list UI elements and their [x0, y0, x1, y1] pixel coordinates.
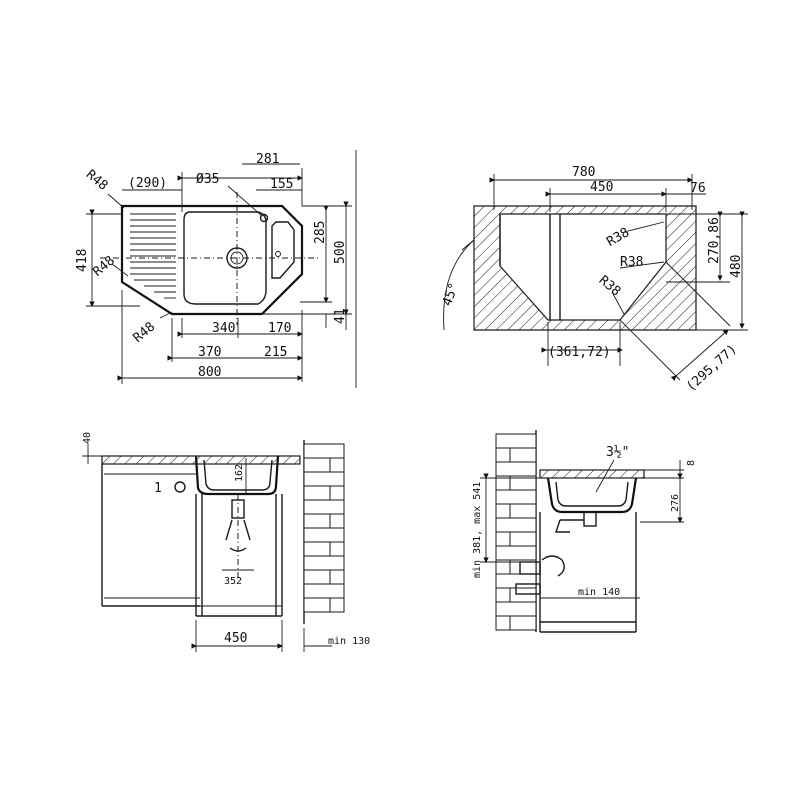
- dim-35: Ø35: [196, 172, 219, 187]
- cutout-template-view: 780 450 76 R38 R38 R38 270,86 480 45° (3…: [440, 165, 748, 395]
- dim-r38-c: R38: [596, 273, 624, 300]
- sink-section-profile-right: [546, 477, 638, 514]
- dim-r38-b: R38: [620, 255, 643, 270]
- dim-352: 352: [224, 576, 242, 587]
- dim-3-5-inch: 3½": [606, 445, 629, 460]
- brick-wall-right: [495, 430, 537, 632]
- dim-450-top: 450: [590, 180, 613, 195]
- secondary-bowl: [271, 221, 295, 279]
- dim-418: 418: [75, 249, 90, 272]
- main-bowl: [183, 211, 267, 305]
- sink-outline: [120, 204, 304, 316]
- dim-800: 800: [198, 365, 221, 380]
- sink-plan-view: 281 (290) Ø35 155 R48 R48 R48 418 285 50…: [75, 150, 357, 388]
- dim-8: 8: [686, 460, 697, 466]
- dim-29577: (295,77): [684, 342, 741, 395]
- dim-45: 45°: [440, 281, 462, 308]
- brick-wall-left: [303, 440, 345, 624]
- drainboard-ribs: [130, 213, 176, 299]
- dim-76: 76: [690, 181, 706, 196]
- dim-215: 215: [264, 345, 287, 360]
- dim-290: (290): [128, 176, 167, 191]
- tap-hole: [259, 213, 269, 223]
- dim-480: 480: [729, 255, 744, 278]
- side-section-right: 3½" 8 276 min 381, max 541 min 140: [472, 430, 697, 633]
- dim-r48-mid: R48: [90, 253, 118, 280]
- dim-155: 155: [270, 177, 293, 192]
- dim-36172: (361,72): [548, 345, 611, 360]
- side-section-left: 1: [82, 432, 370, 652]
- dim-370: 370: [198, 345, 221, 360]
- dim-450-bottom: 450: [224, 631, 247, 646]
- dim-281: 281: [256, 152, 279, 167]
- dim-41: 41: [333, 308, 348, 324]
- dim-min381-max541: min 381, max 541: [472, 482, 483, 578]
- dim-r48-top: R48: [83, 167, 111, 194]
- dim-170: 170: [268, 321, 291, 336]
- dim-340: 340: [212, 321, 235, 336]
- svg-text:1: 1: [154, 481, 162, 496]
- countertop-hatch: [473, 205, 697, 331]
- dim-780: 780: [572, 165, 595, 180]
- dim-40: 40: [82, 432, 93, 444]
- dim-162: 162: [234, 464, 245, 482]
- dim-500: 500: [333, 241, 348, 264]
- dim-r38-a: R38: [604, 225, 632, 250]
- dim-min130: min 130: [328, 636, 370, 647]
- dim-276: 276: [670, 494, 681, 512]
- dim-285: 285: [313, 221, 328, 244]
- dim-27086: 270,86: [707, 217, 722, 264]
- dim-min140: min 140: [578, 587, 620, 598]
- dim-r48-bottom: R48: [131, 319, 159, 346]
